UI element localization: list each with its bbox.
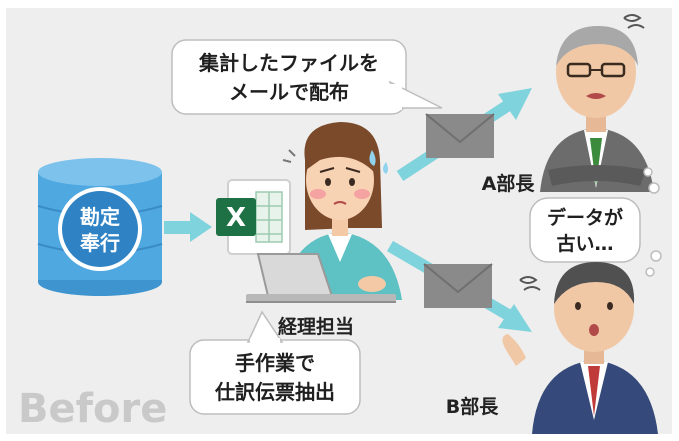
thought-bubble-old-data	[529, 167, 662, 277]
manager-b-label: B部長	[446, 395, 499, 418]
database-icon	[37, 158, 163, 296]
database-label-line2: 奉行	[79, 231, 120, 255]
database-label-line1: 勘定	[80, 205, 120, 229]
envelope-icon-bottom	[423, 263, 493, 308]
bubble-manual-line1: 手作業で	[235, 351, 315, 375]
excel-file-icon	[216, 179, 291, 255]
speech-bubble-manual	[189, 310, 361, 415]
bubble-distribute-line2: メールで配布	[229, 80, 349, 104]
accounting-staff-label: 経理担当	[278, 315, 354, 338]
manager-a-illustration	[540, 14, 654, 192]
envelope-icon-top	[425, 113, 495, 158]
speech-bubble-distribute	[171, 39, 443, 115]
manager-b-illustration	[502, 262, 658, 434]
bubble-old-data-line2: 古い…	[556, 232, 613, 255]
bubble-manual-line2: 仕訳伝票抽出	[214, 380, 335, 404]
excel-letter: X	[226, 203, 246, 233]
bubble-old-data-line1: データが	[547, 206, 623, 229]
accounting-staff-illustration	[246, 122, 402, 303]
manager-a-label: A部長	[482, 172, 536, 195]
arrow-database-to-excel	[164, 212, 212, 242]
before-label: Before	[18, 386, 167, 432]
bubble-distribute-line1: 集計したファイルを	[198, 51, 379, 75]
